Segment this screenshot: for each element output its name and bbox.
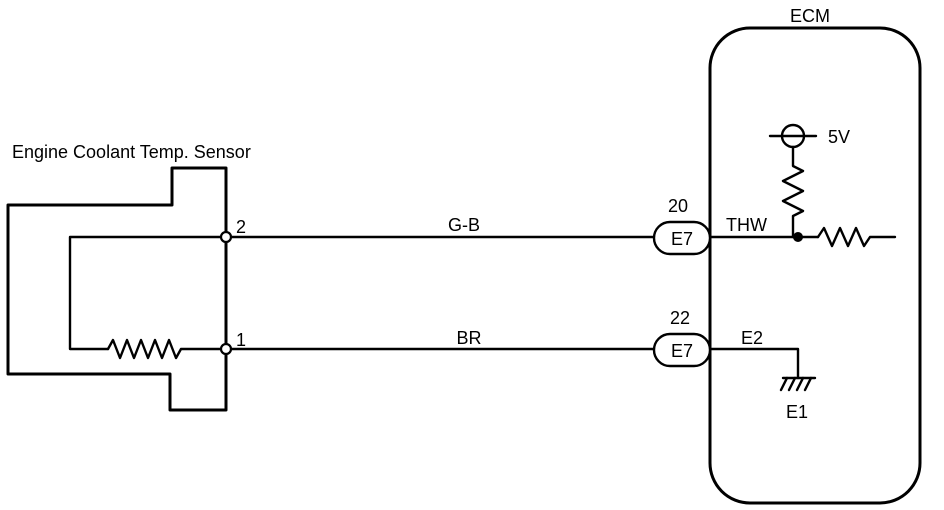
sensor-pin-2-label: 2 (236, 217, 246, 237)
sensor-pin-2 (219, 230, 233, 244)
thw-series-resistor (816, 226, 897, 248)
signal-wire-color-label: G-B (448, 215, 480, 235)
sensor-internal-loop (68, 235, 228, 351)
ecm-title: ECM (790, 6, 830, 26)
thw-junction-dot (793, 232, 803, 242)
connector-e7-pin22: E7 22 (652, 308, 712, 368)
ground-icon (779, 376, 817, 392)
e2-signal-label: E2 (741, 328, 763, 348)
sensor-housing-outline (6, 166, 228, 412)
connector-pin-22-number: 22 (670, 308, 690, 328)
thermistor-resistor (106, 338, 228, 360)
sensor-pin-1 (219, 342, 233, 356)
connector-pin-20-number: 20 (668, 196, 688, 216)
connector-e7-pin22-label: E7 (671, 341, 693, 361)
ground-wire-color-label: BR (456, 328, 481, 348)
ground-label: E1 (786, 402, 808, 422)
pullup-resistor (781, 145, 805, 239)
ecm-box (708, 26, 922, 505)
thw-signal-label: THW (726, 215, 767, 235)
connector-e7-pin20-label: E7 (671, 229, 693, 249)
harness-wires: G-B BR (229, 215, 656, 351)
sensor-title: Engine Coolant Temp. Sensor (12, 142, 251, 162)
sensor-pin-1-label: 1 (236, 330, 246, 350)
coolant-temp-sensor: Engine Coolant Temp. Sensor 2 1 (6, 142, 251, 412)
ecm-unit: ECM 5V THW E2 E1 (708, 6, 922, 505)
connector-e7-pin20: E7 20 (652, 196, 712, 256)
e2-ground-line (708, 347, 800, 380)
supply-voltage-label: 5V (828, 127, 850, 147)
